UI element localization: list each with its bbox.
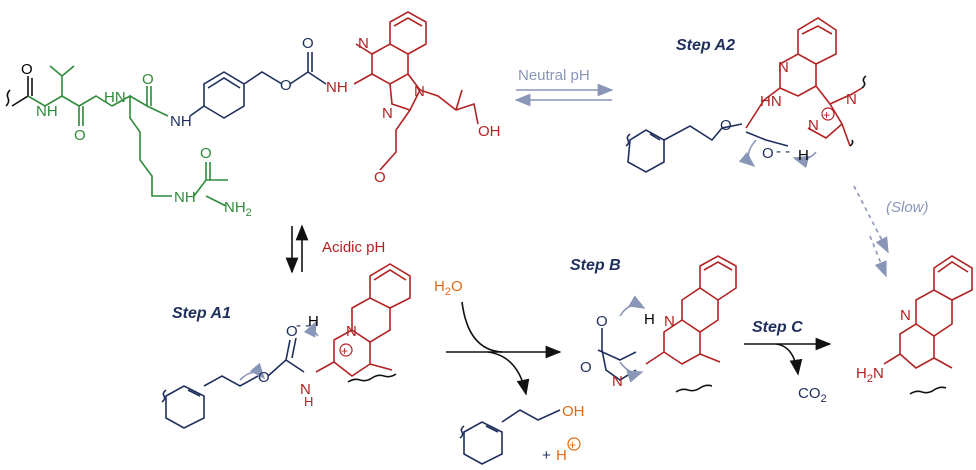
atom-o-acyl: O: [21, 61, 33, 78]
atom-nh2-urea: NH2: [224, 199, 252, 219]
b-atom-o: O: [596, 313, 608, 330]
atom-o-ether: O: [374, 169, 386, 186]
a1-atom-n-plus: N: [346, 323, 357, 340]
step-b-structure: [597, 255, 737, 393]
step-a2-atom-labels: HN N N N + O O - - H: [720, 59, 857, 164]
atom-n-imidazole: N: [414, 83, 425, 100]
a2-atom-o-ester: O: [720, 117, 732, 134]
b-atom-o-2: O: [580, 359, 592, 376]
a2-atom-o-carbonyl: O: [762, 145, 774, 162]
acidic-equilibrium: Acidic pH: [285, 224, 385, 274]
slow-pathway: (Slow): [853, 185, 929, 278]
a1-atom-nh-h: H: [304, 394, 313, 409]
step-a2-label: Step A2: [676, 37, 735, 54]
proton-charge: +: [569, 438, 576, 452]
a1-hbond-dots: - -: [296, 317, 310, 334]
proton-label: H: [556, 447, 567, 464]
b-atom-h: H: [644, 311, 655, 328]
product-nh2: H2N: [856, 365, 884, 385]
acidic-ph-label: Acidic pH: [322, 239, 385, 256]
atom-o-cit: O: [142, 71, 154, 88]
atom-o-val: O: [74, 127, 86, 144]
atom-nh-val: NH: [36, 103, 58, 120]
atom-nh-payload: NH: [326, 79, 348, 96]
plus-sign: +: [542, 447, 551, 464]
a1-atom-o-carbonyl: O: [286, 323, 298, 340]
atom-o-carbonyl: O: [302, 35, 314, 52]
step-b-atom-labels: O H O N N: [580, 311, 675, 390]
step-a1-label: Step A1: [172, 305, 231, 322]
a2-charge: +: [823, 108, 830, 122]
benzyl-alcohol-byproduct: [459, 409, 561, 465]
product-atom-n: N: [900, 307, 911, 324]
atom-hn-cit: HN: [104, 89, 126, 106]
b-atom-nh: N: [612, 373, 623, 390]
atom-n-quinoline: N: [358, 35, 369, 52]
atom-nh-amide: NH: [170, 113, 192, 130]
a1-atom-nh: N: [300, 381, 311, 398]
a1-atom-o-ester: O: [258, 369, 270, 386]
atom-o-urea: O: [200, 145, 212, 162]
co2-label: CO2: [798, 385, 827, 405]
a2-atom-n-quinoline: N: [778, 59, 789, 76]
a2-atom-n-imidazole: N: [846, 91, 857, 108]
atom-n-imidazole-2: N: [382, 105, 393, 122]
conjugate-structure: [5, 11, 479, 207]
b-atom-n: N: [664, 313, 675, 330]
step-c-arrows: [744, 337, 832, 376]
step-a1-atom-labels: O O - - H N H N +: [258, 313, 357, 409]
a1-atom-h: H: [308, 313, 319, 330]
byproduct-oh: OH: [562, 403, 585, 420]
amine-product-structure: [883, 255, 973, 395]
slow-label: (Slow): [886, 199, 929, 216]
atom-oh: OH: [478, 123, 501, 140]
step-b-label: Step B: [570, 257, 621, 274]
a2-atom-h: H: [798, 147, 809, 164]
atom-nh-urea: NH: [174, 189, 196, 206]
step-a1-structure: [161, 263, 411, 429]
a2-atom-n-plus: N: [808, 117, 819, 134]
atom-o-carbamate: O: [280, 77, 292, 94]
a1-charge: +: [341, 344, 348, 358]
a2-atom-hn: HN: [760, 93, 782, 110]
water-label: H2O: [434, 278, 463, 298]
step-b-arrows: [446, 301, 562, 396]
neutral-equilibrium: Neutral pH: [514, 67, 614, 107]
step-a2-structure: [625, 17, 867, 173]
a2-hbond-dots: - -: [776, 143, 790, 160]
step-c-label: Step C: [752, 319, 803, 336]
conjugate-atom-labels: O NH O HN O NH NH O NH2 O O NH N N N OH …: [21, 35, 501, 219]
neutral-ph-label: Neutral pH: [518, 67, 590, 84]
